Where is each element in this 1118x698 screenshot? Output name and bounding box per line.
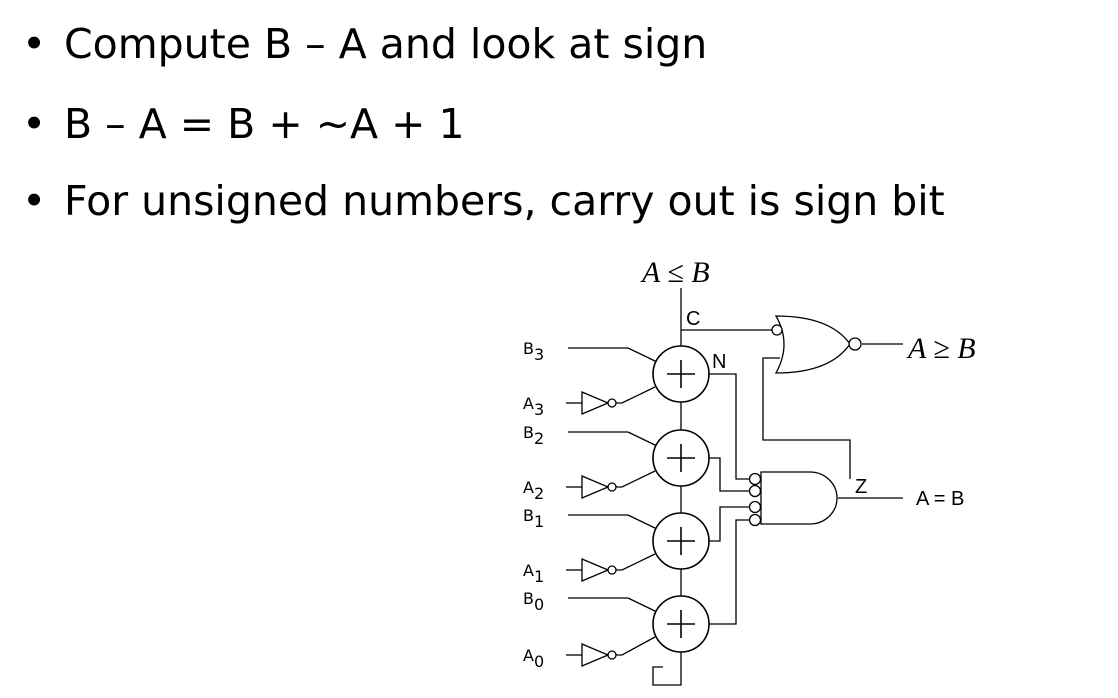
b3-wire-bend bbox=[627, 347, 658, 363]
bullet-text: B – A = B + ~A + 1 bbox=[64, 100, 465, 148]
input-labels: B3 A3 B2 A2 B1 A1 B0 A0 bbox=[523, 339, 544, 671]
inverter bbox=[581, 475, 617, 499]
bullet-item: • B – A = B + ~A + 1 bbox=[22, 100, 465, 148]
input-label: B3 bbox=[523, 339, 544, 364]
inverter bbox=[581, 643, 617, 667]
b1-wire-bend bbox=[627, 514, 658, 530]
output-ge-label: A ≥ B bbox=[906, 332, 976, 365]
bullet-dot: • bbox=[22, 177, 47, 225]
sum2-wire bbox=[708, 457, 749, 492]
input-label: A2 bbox=[523, 478, 544, 503]
input-label: A0 bbox=[523, 646, 544, 671]
a0-inv-wire bbox=[616, 636, 656, 656]
a2-inv-wire bbox=[616, 470, 656, 488]
bullet-text: Compute B – A and look at sign bbox=[64, 20, 708, 68]
full-adder bbox=[652, 429, 710, 487]
bullet-item: • Compute B – A and look at sign bbox=[22, 20, 707, 68]
nor-gate bbox=[771, 315, 862, 374]
b0-wire-bend bbox=[627, 597, 658, 613]
negative-label: N bbox=[712, 351, 726, 373]
inverter bbox=[581, 558, 617, 582]
output-eq-label: A = B bbox=[916, 488, 964, 510]
bullet-item: • For unsigned numbers, carry out is sign… bbox=[22, 177, 945, 225]
full-adder bbox=[652, 595, 710, 653]
full-adder bbox=[652, 512, 710, 570]
bullet-dot: • bbox=[22, 20, 47, 68]
output-le-label: A ≤ B bbox=[640, 256, 710, 289]
inverter bbox=[581, 391, 617, 415]
carry-label: C bbox=[686, 308, 700, 330]
carry-in-wire bbox=[652, 650, 682, 686]
input-label: A3 bbox=[523, 394, 544, 419]
input-label: B0 bbox=[523, 589, 544, 614]
z-to-nor-wire bbox=[762, 357, 851, 479]
a1-inv-wire bbox=[616, 553, 656, 571]
and-gate bbox=[748, 471, 838, 527]
input-label: B1 bbox=[523, 506, 544, 531]
n-wire bbox=[708, 373, 749, 480]
b2-wire-bend bbox=[627, 431, 658, 447]
zero-label: Z bbox=[855, 476, 867, 498]
sum1-wire bbox=[708, 506, 749, 542]
bullet-dot: • bbox=[22, 100, 47, 148]
input-label: B2 bbox=[523, 423, 544, 448]
full-adder bbox=[652, 345, 710, 403]
sum0-wire bbox=[708, 519, 749, 625]
bullet-text: For unsigned numbers, carry out is sign … bbox=[64, 177, 945, 225]
input-label: A1 bbox=[523, 561, 544, 586]
a3-inv-wire bbox=[616, 386, 656, 404]
